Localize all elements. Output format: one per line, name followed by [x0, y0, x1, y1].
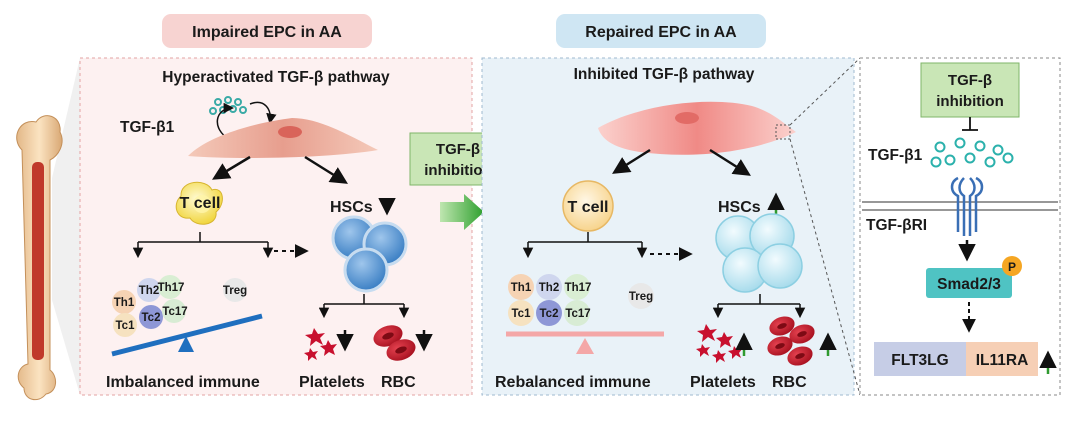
mechanism-ligand-dots-icon — [930, 137, 1014, 168]
impaired-platelets-label: Platelets — [299, 374, 365, 391]
impaired-rbc-icon — [373, 325, 416, 361]
tgf-b-receptor-icon — [950, 176, 984, 236]
repaired-subset-treg: Treg — [629, 291, 653, 303]
repaired-subset-tc1: Tc1 — [512, 308, 532, 320]
gene-il11ra-label: IL11RA — [976, 352, 1029, 369]
tilted-balance-fulcrum — [178, 336, 194, 352]
tcell-tree-lines — [137, 232, 269, 254]
mechanism-ligand-label: TGF-β1 — [868, 147, 923, 164]
gene-il11ra-box — [966, 342, 1038, 376]
impaired-ligand-label: TGF-β1 — [120, 119, 175, 136]
impaired-subset-treg: Treg — [223, 285, 247, 297]
femur-bone-icon — [16, 58, 80, 401]
zoom-line-top — [789, 57, 861, 126]
impaired-immune-label: Imbalanced immune — [106, 374, 260, 391]
impaired-header: Impaired EPC in AA — [192, 24, 342, 41]
impaired-subset-th17: Th17 — [158, 282, 185, 294]
impaired-t-cell-icon — [175, 181, 223, 225]
repaired-platelets-label: Platelets — [690, 374, 756, 391]
impaired-epc-cell — [188, 118, 378, 158]
impaired-subset-th1: Th1 — [114, 297, 135, 309]
smad-box — [926, 268, 1012, 298]
impaired-subset-circles — [112, 275, 247, 337]
gene-flt3lg-box — [874, 342, 966, 376]
mechanism-smad-label: Smad2/3 — [937, 276, 1001, 293]
repaired-subset-th2: Th2 — [539, 282, 559, 294]
impaired-rbc-label: RBC — [381, 374, 416, 391]
mechanism-inhibition-line1: TGF-β — [948, 72, 992, 89]
tilted-balance-beam — [111, 313, 263, 357]
repaired-tcell-tree-lines — [527, 232, 643, 254]
repaired-header-box — [556, 14, 766, 48]
impaired-subset-th2: Th2 — [139, 285, 159, 297]
hsc-tree-lines — [323, 294, 405, 314]
impaired-pathway-title: Hyperactivated TGF-β pathway — [162, 69, 390, 86]
middle-inhibition-line1: TGF-β — [436, 141, 480, 158]
impaired-hscs-label: HSCs — [330, 199, 373, 216]
repaired-subset-tc2: Tc2 — [540, 308, 559, 320]
mechanism-inhibition-line2: inhibition — [936, 93, 1003, 110]
gene-flt3lg-label: FLT3LG — [891, 352, 948, 369]
inhibition-bar — [962, 117, 978, 131]
repaired-hsc-tree-lines — [717, 294, 801, 314]
repaired-t-cell-icon — [562, 180, 614, 232]
repaired-header: Repaired EPC in AA — [585, 24, 737, 41]
repaired-subset-tc17: Tc17 — [565, 308, 590, 320]
repaired-subset-circles — [508, 274, 654, 326]
middle-inhibition-line2: inhibition — [424, 162, 491, 179]
repaired-epc-cell — [598, 101, 796, 155]
impaired-header-box — [162, 14, 372, 48]
transition-arrow-icon — [440, 194, 484, 230]
autocrine-arrow — [249, 101, 277, 125]
impaired-subset-tc2: Tc2 — [142, 312, 161, 324]
mechanism-receptor-label: TGF-βRI — [866, 217, 927, 234]
impaired-subset-tc1: Tc1 — [116, 320, 136, 332]
impaired-platelets-icon — [304, 328, 337, 361]
phospho-badge — [1002, 256, 1022, 276]
repaired-platelets-icon — [696, 324, 742, 363]
arrow-to-hscs — [304, 155, 348, 184]
repaired-rbc-icon — [767, 316, 815, 366]
mechanism-phospho-label: P — [1008, 260, 1016, 274]
repaired-hsc-cluster-icon — [715, 213, 803, 293]
impaired-tcell-label: T cell — [180, 195, 221, 212]
repaired-rbc-label: RBC — [772, 374, 807, 391]
repaired-arrow-to-hscs — [709, 148, 751, 176]
repaired-tcell-label: T cell — [568, 199, 609, 216]
impaired-subset-tc17: Tc17 — [162, 306, 187, 318]
repaired-hscs-label: HSCs — [718, 199, 761, 216]
impaired-hsc-cluster-icon — [331, 215, 408, 293]
repaired-subset-th17: Th17 — [565, 282, 592, 294]
repaired-subset-th1: Th1 — [511, 282, 532, 294]
level-balance-fulcrum — [576, 338, 594, 354]
zoom-line-bottom — [789, 138, 861, 396]
arrow-to-tcell — [211, 155, 251, 180]
zoom-region-box — [775, 124, 791, 140]
repaired-arrow-to-tcell — [612, 148, 651, 174]
repaired-pathway-title: Inhibited TGF-β pathway — [574, 66, 755, 83]
repaired-immune-label: Rebalanced immune — [495, 374, 651, 391]
mechanism-inhibition-box — [920, 62, 1020, 118]
